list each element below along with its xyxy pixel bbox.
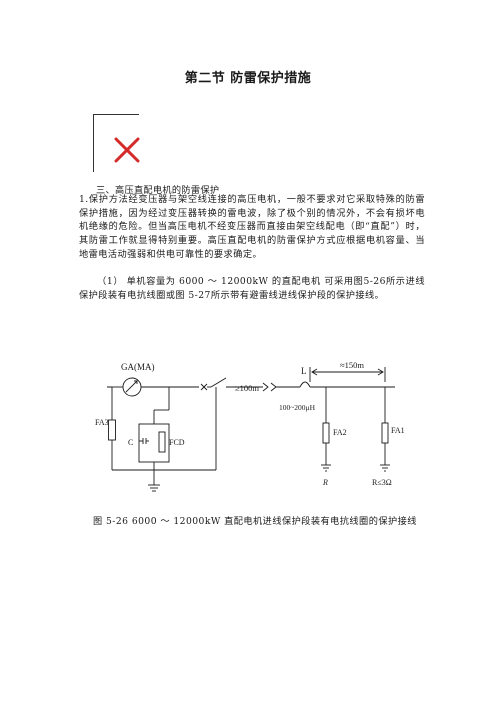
label-fa3: FA3 <box>95 418 109 427</box>
broken-image-x-icon <box>114 137 140 163</box>
figure-caption: 图 5-26 6000 ～ 12000kW 直配电机进线保护段装有电抗线圈的保护… <box>79 515 425 529</box>
label-fa1: FA1 <box>391 426 405 435</box>
label-fcd: FCD <box>169 438 185 447</box>
label-inductance: 100~200μH <box>279 403 316 412</box>
missing-image-frame <box>93 114 139 172</box>
figure-caption-text: 图 5-26 6000 ～ 12000kW 直配电机进线保护段装有电抗线圈的保护… <box>93 516 417 527</box>
page-title: 第二节 防雷保护措施 <box>184 71 312 86</box>
label-r-ground-fa1: R≤3Ω <box>372 478 392 487</box>
label-r-ground-fa2: R <box>322 478 328 487</box>
circuit-diagram: GA(MA) ≥100m L 100~200μH ≈150m FA3 C FCD… <box>95 360 405 492</box>
paragraph-single-machine-text: （1） 单机容量为 6000 ～ 12000kW 的直配电机 可采用图5-26所… <box>79 276 425 301</box>
label-capacitor: C <box>128 438 133 447</box>
label-generator: GA(MA) <box>121 362 155 372</box>
label-reactor: L <box>301 366 307 376</box>
label-distance-100m: ≥100m <box>235 383 259 393</box>
paragraph-single-machine: （1） 单机容量为 6000 ～ 12000kW 的直配电机 可采用图5-26所… <box>79 275 425 302</box>
label-distance-150m: ≈150m <box>340 360 364 370</box>
label-fa2: FA2 <box>333 428 347 437</box>
section-heading: 三、高压直配电机的防雷保护 <box>96 185 220 196</box>
paragraph-protection-method: 1.保护方法经变压器与架空线连接的高压电机，一般不要求对它采取特殊的防雷保护措施… <box>79 194 425 260</box>
